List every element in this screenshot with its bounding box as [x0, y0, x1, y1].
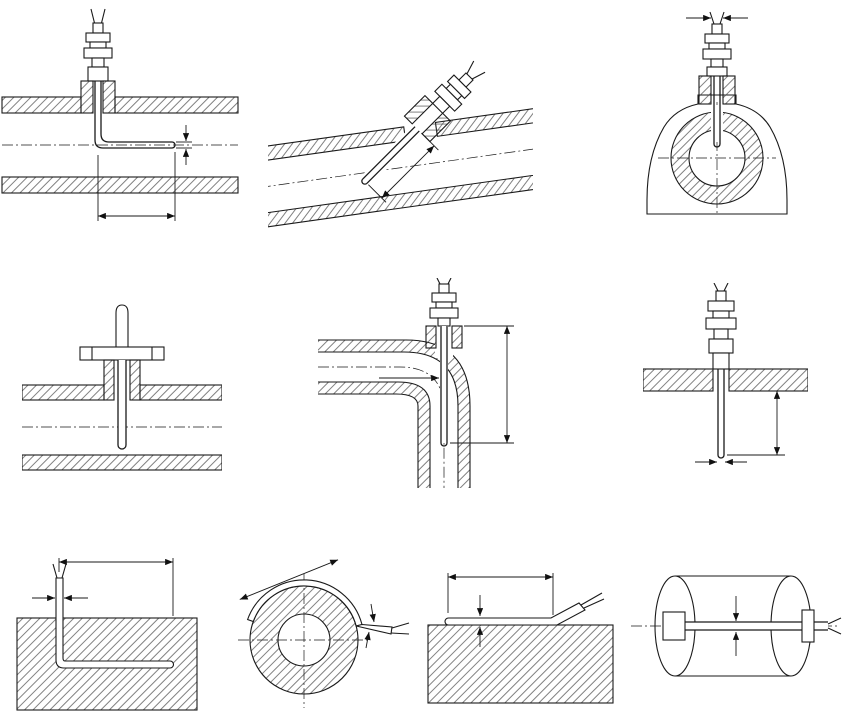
- figure-surface-laid: [423, 543, 618, 708]
- flange: [79, 346, 165, 361]
- immersion-dimension: [727, 390, 785, 456]
- length-dimension: [58, 558, 174, 616]
- figure-cross-section: [622, 8, 812, 230]
- pipe-walls: [268, 99, 533, 230]
- sensor-head: [425, 278, 463, 349]
- probe: [713, 76, 721, 148]
- sensor-head: [80, 8, 116, 114]
- length-dimension: [239, 559, 339, 600]
- immersion-dimension: [450, 325, 514, 444]
- figure-cylinder-wrap: [222, 540, 412, 718]
- figure-elbow-insertion: [318, 278, 523, 490]
- elbow-pipe: [318, 339, 471, 488]
- housing-outline: [646, 94, 788, 215]
- figure-bent-probe-in-pipe: [0, 5, 240, 235]
- immersion-dimension: [368, 132, 439, 203]
- probe: [440, 326, 448, 447]
- probe: [117, 360, 127, 450]
- diameter-dimension: [176, 125, 192, 165]
- lead-wires: [52, 563, 67, 579]
- length-dimension: [447, 573, 554, 615]
- anchor-block: [662, 611, 686, 641]
- diameter-dimension: [364, 603, 376, 649]
- solid-block: [427, 624, 614, 704]
- figure-flanged-insertion: [22, 285, 222, 485]
- sensor: [360, 60, 486, 203]
- probe: [662, 609, 842, 643]
- clamp-nut: [801, 609, 815, 643]
- figure-inclined-insertion: [268, 8, 533, 230]
- length-dimension: [97, 152, 176, 221]
- sensor-head: [698, 11, 736, 105]
- figure-embedded-bent-probe: [12, 540, 202, 715]
- pipe-walls: [1, 96, 239, 194]
- figure-through-cylinder: [623, 548, 843, 708]
- figure-wall-insertion: [643, 283, 808, 493]
- probe: [94, 81, 176, 149]
- probe: [717, 369, 725, 459]
- probe: [444, 592, 605, 626]
- sensor-head: [705, 283, 737, 370]
- probe: [55, 577, 175, 669]
- wall: [643, 368, 808, 392]
- pipe-walls: [22, 384, 222, 471]
